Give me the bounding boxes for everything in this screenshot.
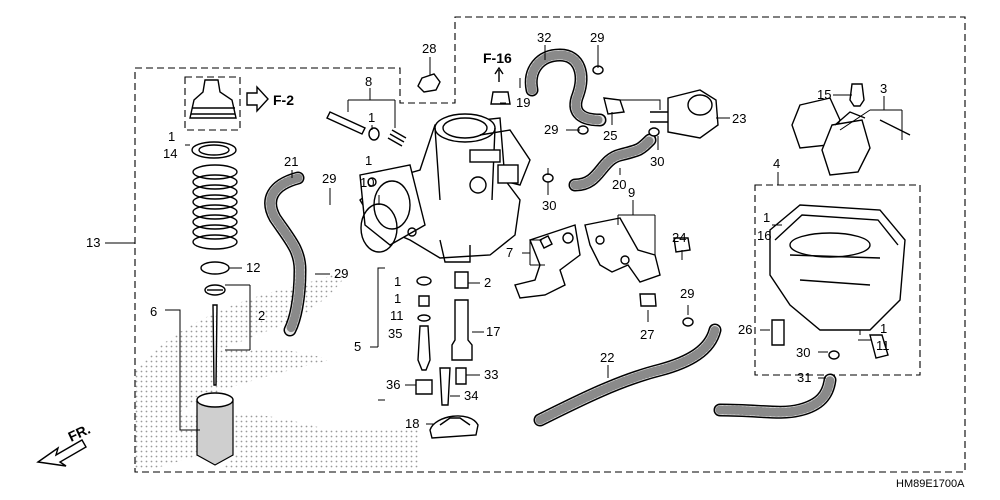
front-direction-arrow <box>36 439 87 467</box>
needle-34 <box>439 367 451 406</box>
f2-arrow-icon <box>246 85 269 113</box>
callout: 30 <box>650 154 664 169</box>
jet-parts-stack <box>415 276 433 395</box>
callout: 29 <box>680 286 694 301</box>
callout: 1 <box>368 110 375 125</box>
front-arrow-icon <box>36 439 87 467</box>
callout: 1 <box>394 291 401 306</box>
callout: 4 <box>773 156 780 171</box>
throttle-cap-group <box>184 76 269 131</box>
callout: 13 <box>86 235 100 250</box>
nut-28 <box>417 73 441 93</box>
leader-lines <box>105 45 903 431</box>
callout: 1 <box>394 274 401 289</box>
callout: 23 <box>732 111 746 126</box>
callout: 3 <box>880 81 887 96</box>
callout: 2 <box>258 308 265 323</box>
jet-33 <box>455 367 467 385</box>
flange <box>359 164 426 246</box>
throttle-valve <box>196 392 234 466</box>
float-18 <box>429 415 479 439</box>
screw-26 <box>771 319 785 346</box>
callout: 25 <box>603 128 617 143</box>
cap-dashed-box <box>184 76 241 131</box>
fitting-25 <box>603 97 625 115</box>
spring-6 <box>192 164 238 250</box>
callout: 9 <box>628 185 635 200</box>
callout: 24 <box>672 230 686 245</box>
callout: 16 <box>757 228 771 243</box>
clip-2 <box>204 284 226 296</box>
callout: 14 <box>163 146 177 161</box>
callout: 30 <box>542 198 556 213</box>
screw-24 <box>673 237 691 253</box>
callout: 2 <box>484 275 491 290</box>
callout: 31 <box>797 370 811 385</box>
throttle-cap <box>189 79 237 119</box>
f16-arrow-icon <box>494 66 504 82</box>
filter-3 <box>791 97 911 176</box>
callout: 29 <box>544 122 558 137</box>
screw-27 <box>639 293 657 307</box>
callout: 1 <box>168 129 175 144</box>
wing-watermark <box>135 270 420 470</box>
callout: 1 <box>365 153 372 168</box>
callout: 32 <box>537 30 551 45</box>
bracket-9 <box>584 217 661 283</box>
jet-needle <box>212 304 218 386</box>
fuel-valve-23 <box>650 89 719 139</box>
choke-lever-7 <box>514 224 581 299</box>
callout: 27 <box>640 327 654 342</box>
callout: 11 <box>876 338 890 353</box>
float-chamber-dashed-box <box>754 184 921 376</box>
callout: 35 <box>388 326 402 341</box>
callout: 26 <box>738 322 752 337</box>
callout: 28 <box>422 41 436 56</box>
clamp-30c <box>828 350 840 360</box>
carburetor-body <box>359 113 531 263</box>
clamp-29e <box>682 317 694 327</box>
callout: 1 <box>880 321 887 336</box>
callout: 6 <box>150 304 157 319</box>
callout: 20 <box>612 177 626 192</box>
callout: 29 <box>334 266 348 281</box>
ref-f16: F-16 <box>483 50 512 66</box>
callout: 19 <box>516 95 530 110</box>
callout: 29 <box>590 30 604 45</box>
callout: 36 <box>386 377 400 392</box>
callout: 17 <box>486 324 500 339</box>
callout-labels: 28 8 1 15 3 32 29 19 23 1 14 21 29 1 10 … <box>86 30 890 431</box>
callout: 21 <box>284 154 298 169</box>
needle-jet-17 <box>451 299 473 361</box>
diagram-code: HM89E1700A <box>896 478 965 490</box>
retainer-12 <box>200 261 230 275</box>
callout: 8 <box>365 74 372 89</box>
callout: 5 <box>354 339 361 354</box>
callout: 34 <box>464 388 478 403</box>
callout: 30 <box>796 345 810 360</box>
jet-2 <box>454 271 469 289</box>
callout: 18 <box>405 416 419 431</box>
plunger-15 <box>849 83 865 107</box>
callout: 11 <box>390 308 404 323</box>
callout: 1 <box>763 210 770 225</box>
callout: 33 <box>484 367 498 382</box>
callout: 29 <box>322 171 336 186</box>
callout: 7 <box>506 245 513 260</box>
callout: 10 <box>360 175 374 190</box>
connector-19 <box>490 91 511 105</box>
clamp-30b <box>542 173 554 183</box>
ref-f2: F-2 <box>273 92 294 108</box>
drain-plug-11 <box>869 334 889 359</box>
ref-front: FR. <box>66 421 93 445</box>
float-bowl-4 <box>769 204 906 331</box>
clamp-30a <box>648 127 660 137</box>
callout: 22 <box>600 350 614 365</box>
pilot-screw-8 <box>326 111 407 147</box>
callout: 15 <box>817 87 831 102</box>
callout: 12 <box>246 260 260 275</box>
assembly-dashed-outline <box>134 16 966 473</box>
